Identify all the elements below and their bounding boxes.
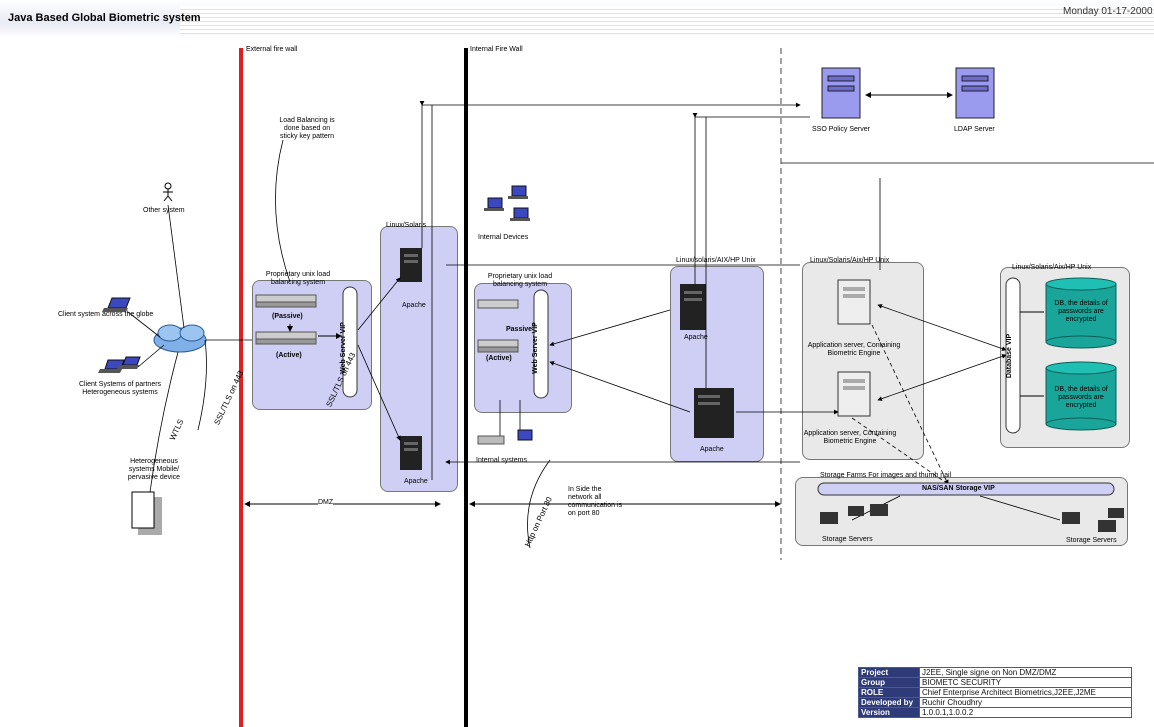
lb2-passive-label: Passive bbox=[506, 326, 532, 334]
web-vip2-label: Web Server VIP bbox=[532, 322, 540, 374]
sso-policy-server-icon bbox=[822, 68, 860, 118]
info-key: Group bbox=[859, 678, 920, 688]
lb2-active-label: (Active) bbox=[486, 355, 512, 363]
linux-aix-hp-label-2: Linux/Solaris/Aix/HP Unix bbox=[810, 257, 889, 265]
other-system-label: Other system bbox=[143, 207, 185, 215]
apache-label-4: Apache bbox=[700, 446, 724, 454]
internal-firewall-label: Internal Fire Wall bbox=[470, 46, 523, 54]
storage-farm-label: Storage Farms For images and thumb nail bbox=[820, 472, 951, 480]
lb1-active-label: (Active) bbox=[276, 352, 302, 360]
db1-label: DB, the details of passwords are encrypt… bbox=[1050, 300, 1112, 324]
internal-systems-label: Internal systems bbox=[476, 457, 527, 465]
lb2-title: Proprietary unix load balancing system bbox=[480, 273, 560, 289]
app-server2-label: Application server, Containing Biometric… bbox=[800, 430, 900, 446]
storage-servers-label-1: Storage Servers bbox=[822, 536, 873, 544]
dmz-label: DMZ bbox=[318, 499, 333, 507]
info-value: Ruchir Choudhry bbox=[920, 698, 1132, 708]
app-server1-icon bbox=[838, 280, 870, 324]
database-vip-label: Database VIP bbox=[1006, 334, 1014, 378]
nas-vip-label: NAS/SAN Storage VIP bbox=[922, 485, 995, 493]
apache-server-bottom-icon bbox=[400, 436, 422, 470]
lb1-title: Proprietary unix load balancing system bbox=[258, 271, 338, 287]
internal-devices-label: Internal Devices bbox=[478, 234, 528, 242]
linux-aix-hp-label: Linux/solaris/AIX/HP Unix bbox=[676, 257, 756, 265]
info-value: BIOMETC SECURITY bbox=[920, 678, 1132, 688]
info-value: J2EE, Single signe on Non DMZ/DMZ bbox=[920, 668, 1132, 678]
client-laptop-icon bbox=[102, 298, 130, 312]
info-value: Chief Enterprise Architect Biometrics,J2… bbox=[920, 688, 1132, 698]
db2-label: DB, the details of passwords are encrypt… bbox=[1050, 386, 1112, 410]
sso-policy-server-label: SSO Policy Server bbox=[812, 126, 870, 134]
client-partners-label: Client Systems of partners Heterogeneous… bbox=[70, 381, 170, 397]
inside-network-note: In Side the network all communication is… bbox=[568, 486, 626, 518]
info-key: Project bbox=[859, 668, 920, 678]
apache-label-2: Apache bbox=[404, 478, 428, 486]
lb1-passive-label: (Passive) bbox=[272, 313, 303, 321]
internet-cloud-icon bbox=[154, 325, 206, 352]
info-key: Developed by bbox=[859, 698, 920, 708]
lb1-active-device-icon bbox=[256, 332, 316, 344]
hetero-mobile-label: Heterogeneous systems Mobile/ pervasive … bbox=[124, 458, 184, 482]
apache-label-3: Apache bbox=[684, 334, 708, 342]
apache-server-aix-bottom-icon bbox=[694, 388, 734, 438]
ldap-server-icon bbox=[956, 68, 994, 118]
load-balancing-note: Load Balancing is done based on sticky k… bbox=[276, 117, 338, 141]
client-globe-label: Client system across the globe bbox=[58, 311, 153, 319]
partner-laptops-icon bbox=[98, 357, 140, 373]
lb2-active-device-icon bbox=[478, 340, 518, 352]
app-server2-icon bbox=[838, 372, 870, 416]
internal-devices-icon bbox=[484, 186, 530, 221]
apache-server-top-icon bbox=[400, 248, 422, 282]
linux-solaris-label: Linux/Solaris bbox=[386, 222, 426, 230]
storage-servers-right-icon bbox=[1062, 508, 1124, 532]
lb1-passive-device-icon bbox=[256, 295, 316, 307]
info-key: Version bbox=[859, 708, 920, 718]
linux-aix-hp-label-3: Linux/Solaris/Aix/HP Unix bbox=[1012, 264, 1091, 272]
storage-servers-left-icon bbox=[820, 504, 888, 524]
apache-server-aix-top-icon bbox=[680, 284, 706, 330]
storage-servers-label-2: Storage Servers bbox=[1066, 537, 1117, 545]
internal-systems-icon bbox=[478, 430, 532, 444]
mobile-device-icon bbox=[132, 492, 162, 535]
ldap-server-label: LDAP Server bbox=[954, 126, 995, 134]
app-server1-label: Application server, Containing Biometric… bbox=[804, 342, 904, 358]
info-value: 1.0.0.1,1.0.0.2 bbox=[920, 708, 1132, 718]
external-firewall-label: External fire wall bbox=[246, 46, 297, 54]
info-key: ROLE bbox=[859, 688, 920, 698]
other-system-actor-icon bbox=[163, 183, 173, 201]
lb2-passive-device-icon bbox=[478, 300, 518, 308]
apache-label-1: Apache bbox=[402, 302, 426, 310]
